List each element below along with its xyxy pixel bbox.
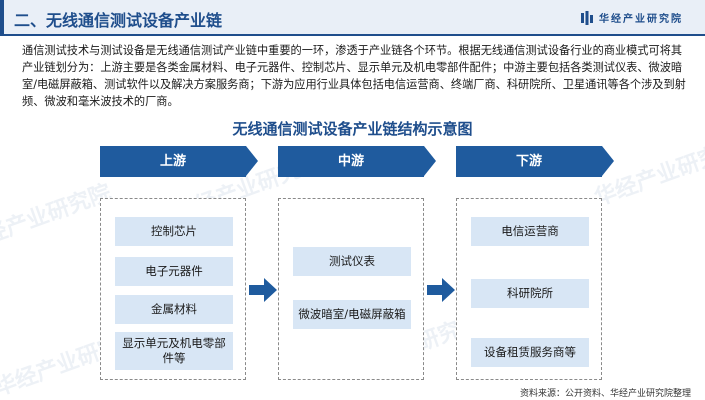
upstream-item-chip: 控制芯片 <box>115 217 233 246</box>
header-underline <box>0 34 705 36</box>
header-bar: 二、无线通信测试设备产业链 华经产业研究院 <box>0 0 705 34</box>
arrow-mid-to-down-icon <box>427 278 455 302</box>
arrow-up-to-mid-icon <box>249 278 277 302</box>
midstream-header-chevron <box>424 146 436 176</box>
watermark-left: 华经产业研究院 <box>0 180 115 257</box>
source-note: 资料来源：公开资料、华经产业研究院整理 <box>519 389 691 399</box>
downstream-item-operators: 电信运营商 <box>471 217 589 246</box>
downstream-header-chevron <box>602 146 614 176</box>
midstream-item-anechoic-chamber: 微波暗室/电磁屏蔽箱 <box>293 300 411 329</box>
upstream-header: 上游 <box>100 146 246 177</box>
downstream-item-rental: 设备租赁服务商等 <box>471 338 589 367</box>
intro-paragraph: 通信测试技术与测试设备是无线通信测试产业链中重要的一环，渗透于产业链各个环节。根… <box>22 44 686 108</box>
header-accent <box>0 0 4 34</box>
brand-name: 华经产业研究院 <box>599 14 683 25</box>
midstream-header: 中游 <box>278 146 424 177</box>
upstream-item-components: 电子元器件 <box>115 257 233 286</box>
diagram-title: 无线通信测试设备产业链结构示意图 <box>232 120 473 138</box>
downstream-header: 下游 <box>456 146 602 177</box>
page-title: 二、无线通信测试设备产业链 <box>14 11 223 30</box>
brand: 华经产业研究院 <box>581 10 683 25</box>
downstream-item-research: 科研院所 <box>471 279 589 308</box>
brand-logo-icon <box>581 10 593 25</box>
midstream-item-instruments: 测试仪表 <box>293 247 411 276</box>
downstream-panel: 电信运营商 科研院所 设备租赁服务商等 <box>456 198 602 380</box>
upstream-panel: 控制芯片 电子元器件 金属材料 显示单元及机电零部件等 <box>100 198 246 380</box>
upstream-item-display-parts: 显示单元及机电零部件等 <box>115 332 233 370</box>
upstream-item-metal: 金属材料 <box>115 295 233 324</box>
upstream-header-chevron <box>246 146 258 176</box>
midstream-panel: 测试仪表 微波暗室/电磁屏蔽箱 <box>278 198 424 380</box>
